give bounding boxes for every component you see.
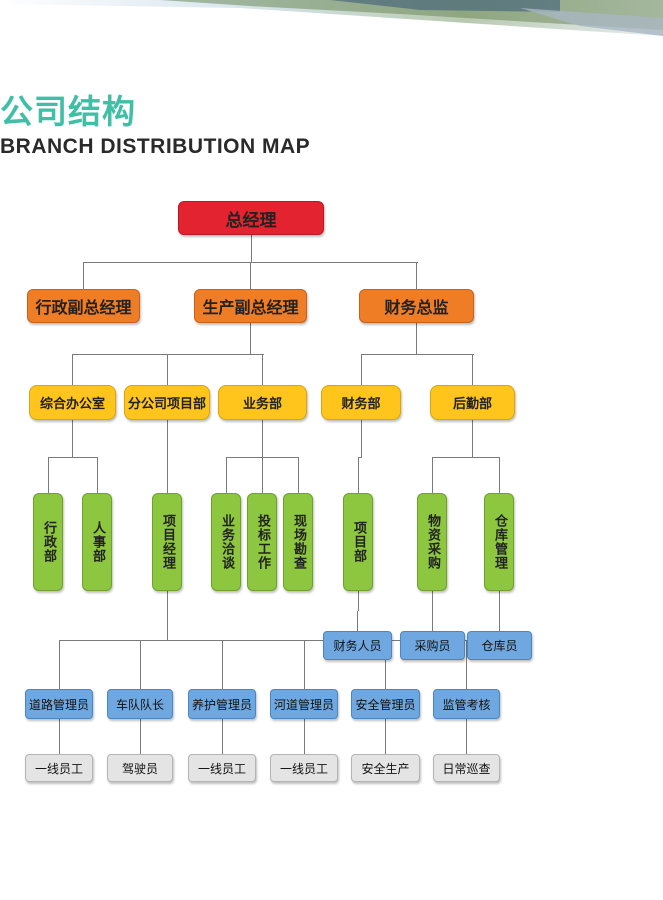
connector-line [58, 737, 60, 754]
connector-line [58, 719, 60, 737]
connector-line [472, 354, 473, 385]
connector-line [58, 640, 60, 689]
connector-line [358, 457, 362, 458]
connector-line [303, 719, 305, 737]
connector-line [416, 323, 417, 354]
node-finance-dept: 财务部 [321, 385, 401, 420]
node-site-survey: 现场勘查 [283, 493, 313, 591]
connector-line [250, 235, 252, 262]
node-project-unit: 项目部 [343, 493, 373, 591]
connector-line [83, 262, 84, 289]
connector-line [416, 262, 417, 289]
connector-line [466, 640, 467, 689]
connector-line [261, 457, 263, 493]
node-bidding: 投标工作 [247, 493, 277, 591]
node-maintenance-manager: 养护管理员 [188, 689, 256, 719]
node-worker-3: 一线员工 [270, 754, 338, 782]
node-safety-manager: 安全管理员 [351, 689, 420, 719]
connector-line [72, 354, 73, 385]
node-negotiation: 业务洽谈 [211, 493, 241, 591]
connector-line [499, 611, 500, 631]
node-fleet-captain: 车队队长 [107, 689, 173, 719]
connector-line [48, 457, 98, 458]
connector-line [221, 737, 223, 754]
connector-line [385, 719, 386, 737]
node-branch-project: 分公司项目部 [124, 385, 210, 420]
node-finance-director: 财务总监 [359, 289, 474, 323]
connector-line [221, 640, 223, 689]
connector-line [96, 457, 98, 493]
connector-line [166, 457, 168, 493]
connector-line [139, 719, 141, 737]
connector-line [139, 640, 141, 689]
connector-line [225, 457, 227, 493]
connector-line [432, 611, 433, 631]
connector-line [432, 457, 500, 458]
connector-line [47, 457, 49, 493]
node-supervision: 监管考核 [433, 689, 500, 719]
connector-line [385, 737, 386, 754]
connector-line [385, 640, 386, 689]
node-business-dept: 业务部 [218, 385, 307, 420]
connector-line [166, 354, 168, 385]
connector-line [297, 457, 299, 493]
page-title-chinese: 公司结构 [0, 92, 136, 131]
connector-line [250, 323, 251, 354]
node-admin-vp: 行政副总经理 [27, 289, 140, 323]
connector-line [431, 591, 433, 611]
connector-line [72, 354, 264, 355]
node-river-manager: 河道管理员 [270, 689, 338, 719]
connector-line [466, 737, 467, 754]
connector-line [357, 591, 359, 611]
connector-line [361, 354, 474, 355]
connector-line [303, 737, 305, 754]
connector-line [221, 719, 223, 737]
connector-line [250, 262, 251, 289]
header-banner-photo [0, 0, 663, 36]
connector-line [262, 420, 263, 457]
node-purchaser: 采购员 [400, 631, 465, 660]
node-gm: 总经理 [178, 201, 324, 235]
node-worker-1: 一线员工 [25, 754, 93, 782]
node-worker-2: 一线员工 [188, 754, 256, 782]
node-warehouse-mgmt: 仓库管理 [484, 493, 514, 591]
connector-line [466, 719, 467, 737]
connector-line [360, 420, 362, 457]
node-driver: 驾驶员 [107, 754, 173, 782]
node-logistics-dept: 后勤部 [430, 385, 515, 420]
node-finance-staff: 财务人员 [323, 631, 392, 660]
page-subtitle-english: BRANCH DISTRIBUTION MAP [0, 135, 311, 158]
node-project-manager: 项目经理 [152, 493, 182, 591]
connector-line [59, 640, 468, 641]
node-admin-unit: 行政部 [33, 493, 63, 591]
node-warehouse-keeper: 仓库员 [467, 631, 532, 660]
node-safe-production: 安全生产 [351, 754, 420, 782]
connector-line [498, 591, 500, 611]
node-road-manager: 道路管理员 [25, 689, 93, 719]
connector-line [357, 457, 359, 493]
node-hr-unit: 人事部 [82, 493, 112, 591]
connector-line [498, 457, 500, 493]
connector-line [262, 354, 263, 385]
connector-line [303, 640, 305, 689]
connector-line [72, 420, 73, 457]
connector-line [226, 457, 299, 458]
node-prod-vp: 生产副总经理 [194, 289, 307, 323]
connector-line [166, 591, 168, 640]
connector-line [431, 457, 433, 493]
node-general-office: 综合办公室 [29, 385, 116, 420]
connector-line [166, 420, 168, 457]
node-procurement: 物资采购 [417, 493, 447, 591]
node-daily-patrol: 日常巡查 [433, 754, 500, 782]
connector-line [360, 354, 362, 385]
connector-line [472, 420, 473, 457]
connector-line [357, 611, 358, 631]
connector-line [139, 737, 141, 754]
